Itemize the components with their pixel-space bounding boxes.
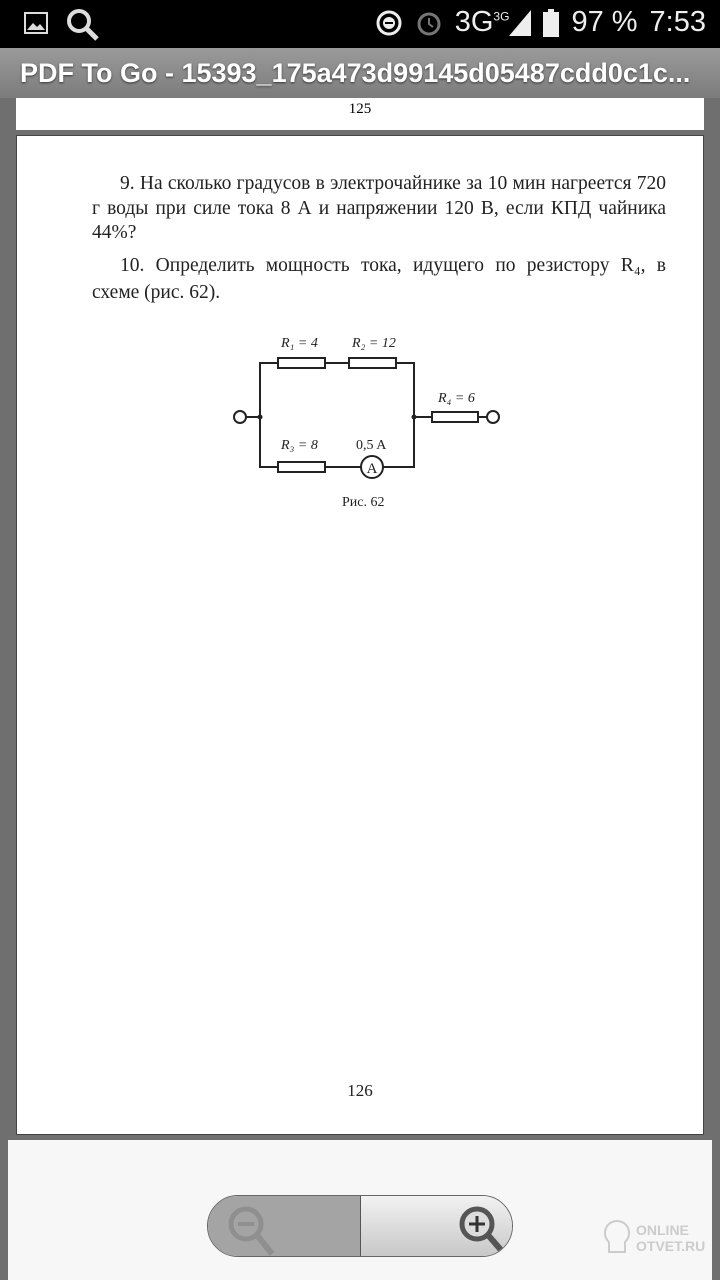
- signal-icon: [509, 9, 532, 36]
- terminal-right: [486, 410, 500, 424]
- page-number: 126: [347, 1081, 373, 1100]
- label-r2: R₂ = 12: [351, 336, 396, 351]
- figure-caption: Рис. 62: [342, 495, 385, 510]
- node: [411, 414, 417, 420]
- problem-10: 10. Определить мощность тока, идущего по…: [92, 255, 666, 303]
- do-not-disturb-icon: [376, 10, 402, 35]
- clock: 7:53: [649, 6, 706, 38]
- zoom-in-icon: [459, 1206, 503, 1252]
- previous-page[interactable]: 125: [16, 98, 704, 130]
- pdf-page[interactable]: 9. На сколько градусов в электрочайнике …: [16, 135, 704, 1135]
- watermark-line2: OTVET.RU: [636, 1238, 706, 1254]
- problem-9: 9. На сколько градусов в электрочайнике …: [92, 173, 666, 243]
- resistor-r4: [431, 411, 479, 423]
- status-bar: 3G3G 97 % 7:53: [0, 0, 720, 48]
- gallery-icon: [24, 12, 48, 34]
- resistor-r1: [277, 357, 326, 369]
- zoom-controls: [207, 1195, 513, 1257]
- zoom-out-icon: [228, 1206, 275, 1256]
- label-r1: R₁ = 4: [280, 336, 318, 351]
- zoom-out-button[interactable]: [208, 1196, 361, 1256]
- network-type: 3G3G: [454, 6, 510, 38]
- app-title: PDF To Go - 15393_175a473d99145d05487cdd…: [0, 48, 720, 98]
- lightbulb-icon: [603, 1219, 631, 1253]
- search-icon: [67, 9, 99, 41]
- zoom-in-button[interactable]: [360, 1196, 512, 1256]
- alarm-icon: [417, 12, 441, 35]
- label-r4: R₄ = 6: [437, 391, 475, 406]
- ammeter-symbol: A: [367, 461, 378, 477]
- page-number: 125: [348, 101, 372, 117]
- circuit-diagram: A R₁ = 4 R₂ = 12 R₃ = 8 R₄ = 6 0,5 A Рис…: [233, 336, 500, 510]
- ammeter: [360, 455, 384, 479]
- battery-level: 97 %: [571, 6, 638, 38]
- watermark-line1: ONLINE: [636, 1222, 689, 1238]
- watermark: ONLINE OTVET.RU: [603, 1219, 706, 1254]
- resistor-r3: [277, 461, 326, 473]
- ammeter-reading: 0,5 A: [356, 438, 387, 453]
- resistor-r2: [348, 357, 397, 369]
- battery-icon: [543, 8, 560, 37]
- label-r3: R₃ = 8: [280, 438, 318, 453]
- node: [257, 414, 263, 420]
- terminal-left: [233, 410, 247, 424]
